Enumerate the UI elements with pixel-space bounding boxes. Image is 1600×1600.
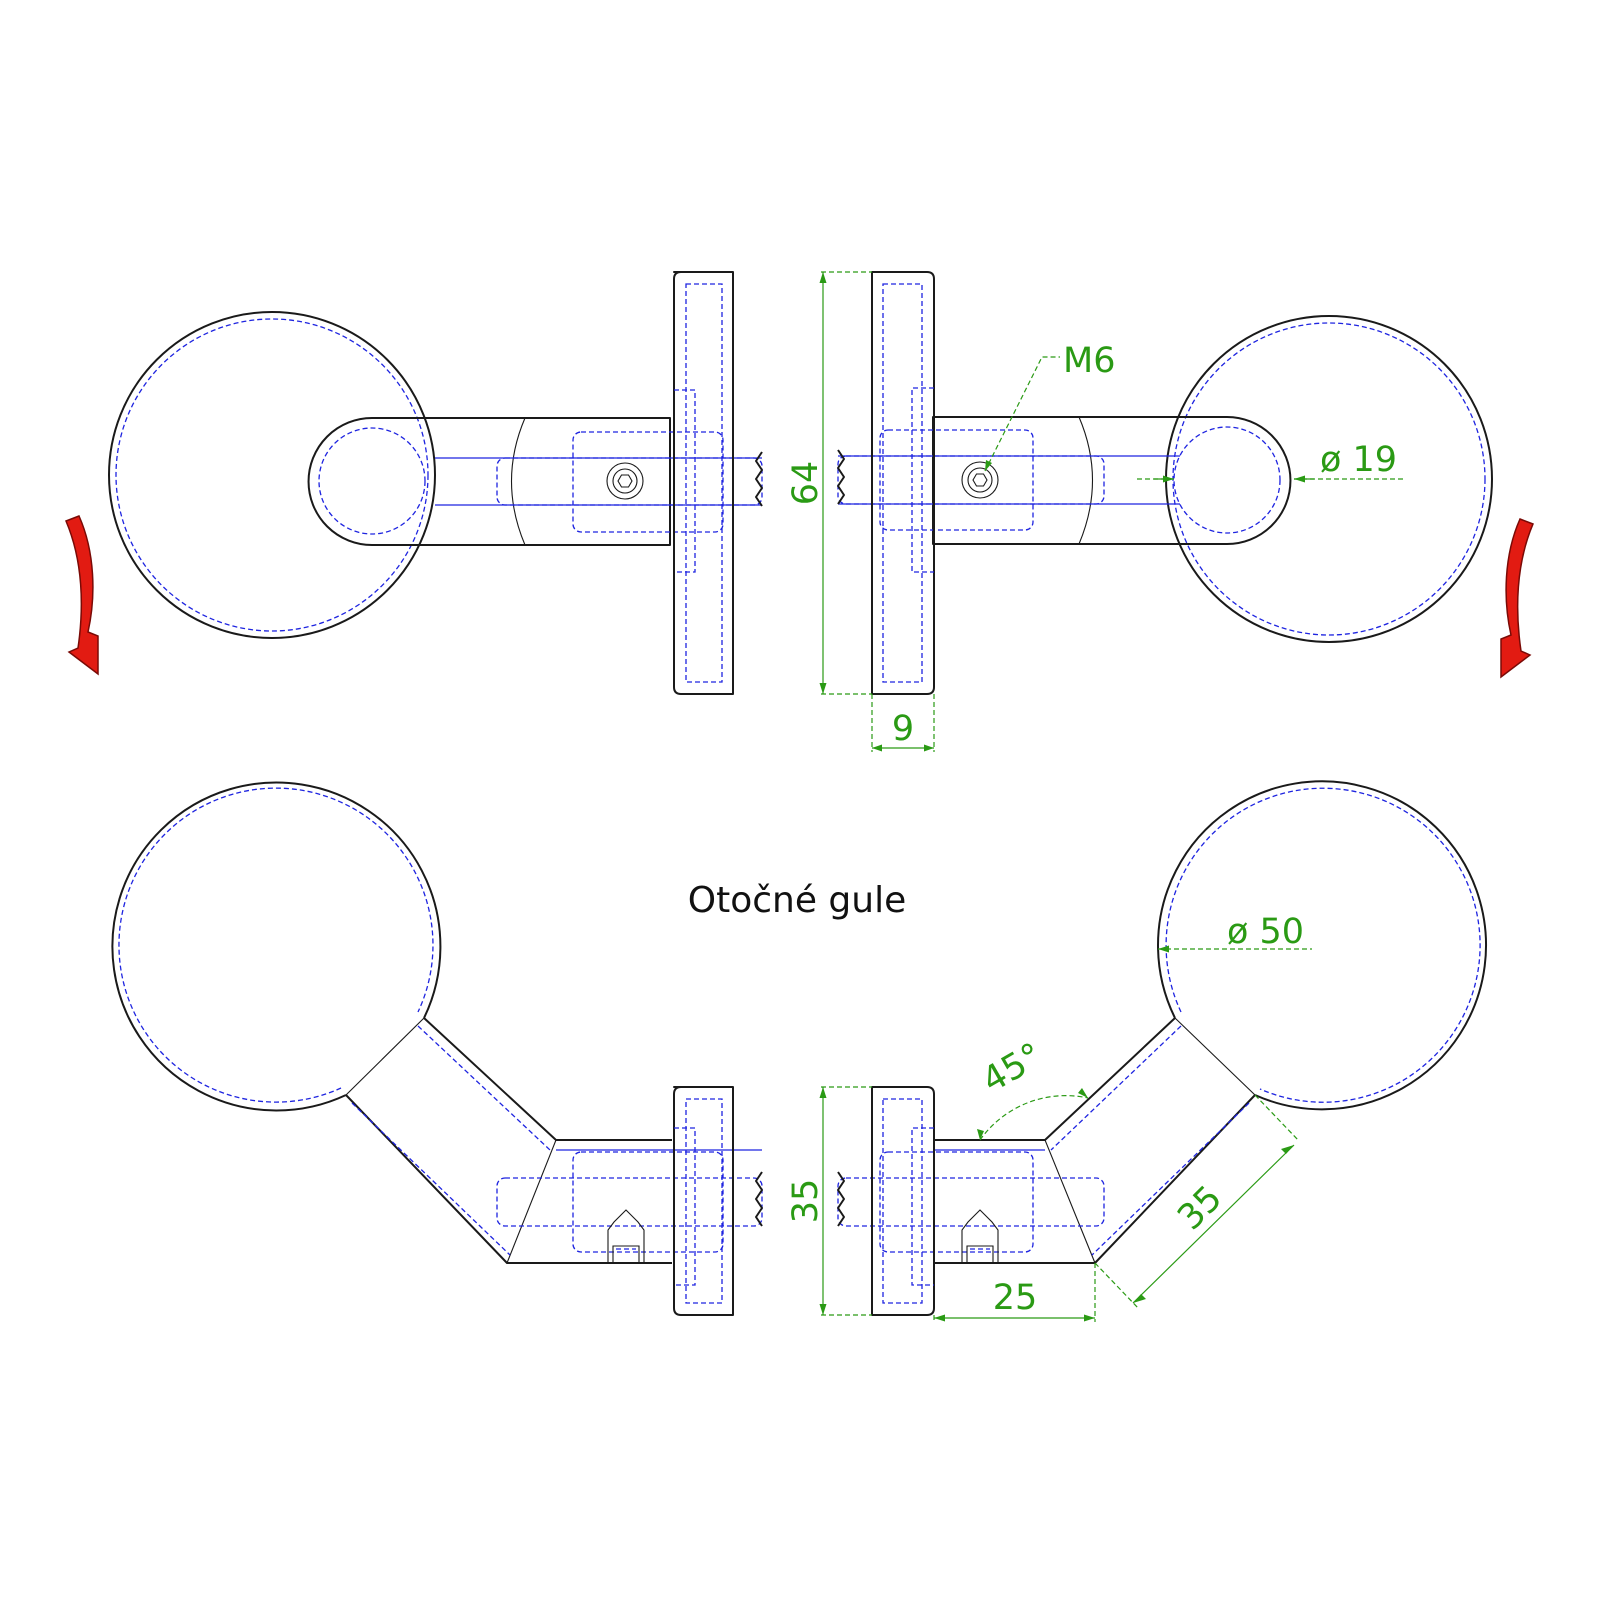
lower-right-assembly	[837, 780, 1487, 1316]
upper-right-plate	[871, 271, 935, 695]
upper-right-hex-screw	[961, 461, 999, 499]
dim-arm-diameter-label: ø 19	[1320, 440, 1397, 480]
dim-lower-plate-height-label: 35	[786, 1179, 826, 1224]
dim-ball-diameter-label: ø 50	[1227, 912, 1304, 952]
dim-plate-thickness-label: 9	[892, 709, 914, 749]
drawing-title: Otočné gule	[688, 880, 907, 921]
dim-plate-height-label: 64	[786, 461, 826, 506]
lower-left-ball	[111, 781, 442, 1112]
dimension-25: 25	[933, 1263, 1096, 1322]
upper-left-assembly	[108, 271, 763, 695]
upper-left-arm	[307, 417, 671, 546]
upper-right-assembly	[837, 271, 1493, 695]
upper-left-hex-screw	[606, 462, 644, 500]
dimension-angle-45: 45°	[976, 1036, 1089, 1141]
dimension-35-arm: 35	[1094, 1094, 1300, 1310]
lower-right-plate	[871, 1086, 935, 1316]
rotate-down-arrow-icon	[65, 515, 99, 676]
dim-arm-offset-label: 25	[993, 1278, 1038, 1318]
dimension-35-lower: 35	[786, 1086, 872, 1316]
dim-thread-label: M6	[1063, 341, 1115, 381]
lower-left-plate	[673, 1086, 734, 1316]
upper-left-ball	[108, 311, 436, 639]
dim-angle-label: 45°	[976, 1036, 1050, 1102]
lower-left-assembly	[111, 781, 763, 1316]
dimension-m6: M6	[984, 341, 1115, 472]
dim-arm-length-label: 35	[1170, 1178, 1230, 1238]
dimension-diameter-19: ø 19	[1137, 440, 1405, 483]
upper-left-plate	[673, 271, 734, 695]
dimension-9: 9	[871, 694, 935, 752]
lower-right-ball	[1157, 780, 1487, 1111]
dimension-64: 64	[786, 271, 872, 695]
dimension-diameter-50: ø 50	[1158, 912, 1312, 953]
upper-right-arm	[932, 416, 1292, 545]
rotate-down-arrow-icon	[1500, 518, 1534, 679]
